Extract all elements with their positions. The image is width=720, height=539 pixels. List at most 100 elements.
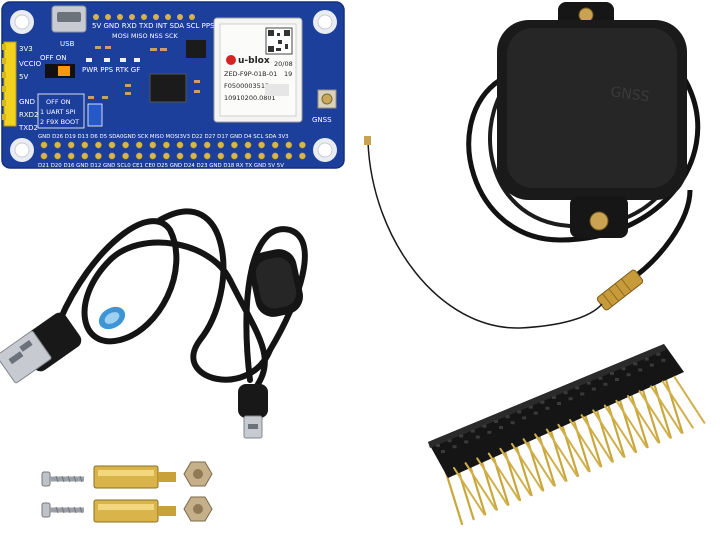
module-year: 19 [284, 70, 292, 78]
gpio-pad [298, 141, 306, 149]
header-socket [626, 373, 631, 377]
header-pin [593, 402, 614, 463]
header-socket [475, 435, 480, 439]
gpio-pad [230, 141, 238, 149]
switch-row-1: OFF ON [46, 98, 71, 106]
header-socket [621, 367, 626, 371]
header-sockets [436, 352, 666, 453]
header-pin [557, 423, 590, 472]
gpio-pad [94, 152, 102, 160]
header-socket [598, 376, 603, 380]
header-label-gnd: GND [19, 98, 35, 106]
header-socket [447, 439, 452, 443]
header-pin [511, 443, 543, 491]
header-pin [628, 388, 649, 449]
status-leds [86, 58, 140, 62]
gpio-pad [176, 152, 184, 160]
smd-components [88, 46, 296, 99]
screw [41, 502, 84, 518]
gpio-pad [190, 152, 198, 160]
header-socket [568, 397, 573, 401]
header-pin [570, 412, 591, 473]
usb-cable-tag [98, 306, 126, 330]
hex-nut [183, 496, 213, 522]
module-model: ZED-F9P-01B-01 [224, 70, 277, 78]
antenna-engraving: GNSS [609, 84, 650, 105]
gpio-pad [149, 141, 157, 149]
header-pin [650, 385, 683, 434]
header-socket [661, 358, 666, 362]
mounting-hole [10, 138, 34, 162]
header-socket [459, 434, 464, 438]
gpio-pad [94, 141, 102, 149]
led-labels: PWR PPS RTK GF [82, 66, 140, 74]
gpio-pad [285, 152, 293, 160]
mounting-hole [313, 138, 337, 162]
header-socket [482, 424, 487, 428]
header-socket [441, 450, 445, 453]
brass-standoff [93, 499, 176, 523]
module-code: 10910200.0801 [224, 94, 276, 102]
header-pin [487, 452, 520, 501]
header-pin [603, 404, 636, 453]
gpio-pad [108, 152, 116, 160]
header-socket [545, 406, 550, 410]
header-socket [533, 411, 538, 415]
header-pin [547, 421, 568, 482]
usb-cable [57, 208, 308, 398]
header-pins-right [453, 375, 706, 515]
hardware-set [41, 461, 213, 523]
gpio-pad [258, 141, 266, 149]
module-serial: F0500003513 [224, 82, 269, 90]
gpio-pad [230, 152, 238, 160]
header-pin [558, 416, 580, 478]
gpio-labels-row2: D21 D20 D16 GND D12 GND SCL0 CE1 CE0 D25… [38, 163, 284, 169]
gpio-labels-row1: GND D26 D19 D13 D6 D5 SDA0GND SCK MISO M… [38, 134, 289, 140]
header-socket [615, 378, 619, 381]
header-label-vccio: VCCIO [19, 60, 42, 68]
header-pin [499, 447, 532, 496]
interface-chip [149, 73, 187, 103]
gpio-pad [298, 152, 306, 160]
gpio-pad [54, 141, 62, 149]
gpio-pad [271, 141, 279, 149]
ferrite-bead [249, 249, 303, 317]
header-socket [557, 402, 561, 405]
header-pin [663, 373, 684, 434]
gpio-pad [135, 141, 143, 149]
header-socket [505, 415, 510, 419]
antenna-cable [628, 189, 693, 283]
header-pin [545, 428, 578, 477]
header-socket [580, 392, 585, 396]
gpio-pad [285, 141, 293, 149]
gpio-pad [81, 152, 89, 160]
header-pin [615, 399, 648, 448]
header-pin [582, 407, 603, 468]
gpio-pad [176, 141, 184, 149]
header-pin [592, 409, 625, 458]
mode-switch-block: OFF ON 1 UART SPI 2 F9X BOOT [37, 93, 85, 129]
header-socket [494, 420, 498, 423]
switch-row-3: 2 F9X BOOT [40, 118, 79, 126]
header-pin [524, 431, 545, 492]
header-pin [640, 383, 661, 444]
gpio-pad [244, 141, 252, 149]
gpio-pad [108, 141, 116, 149]
header-socket [638, 368, 643, 372]
mounting-hole [313, 10, 337, 34]
gnss-label: GNSS [312, 116, 332, 124]
ublox-logo-mark [226, 55, 236, 65]
header-label-3v3: 3V3 [19, 45, 33, 53]
header-socket [528, 405, 533, 409]
header-socket [552, 396, 556, 399]
header-label-rxd2: RXD2 [19, 111, 39, 119]
header-socket [452, 445, 457, 449]
header-label-5v: 5V [19, 73, 28, 81]
header-pin [661, 380, 694, 429]
micro-usb-plug [238, 384, 268, 439]
hex-nut [183, 461, 213, 487]
header-socket [563, 391, 568, 395]
gpio-pad [258, 152, 266, 160]
header-housing [428, 344, 684, 478]
